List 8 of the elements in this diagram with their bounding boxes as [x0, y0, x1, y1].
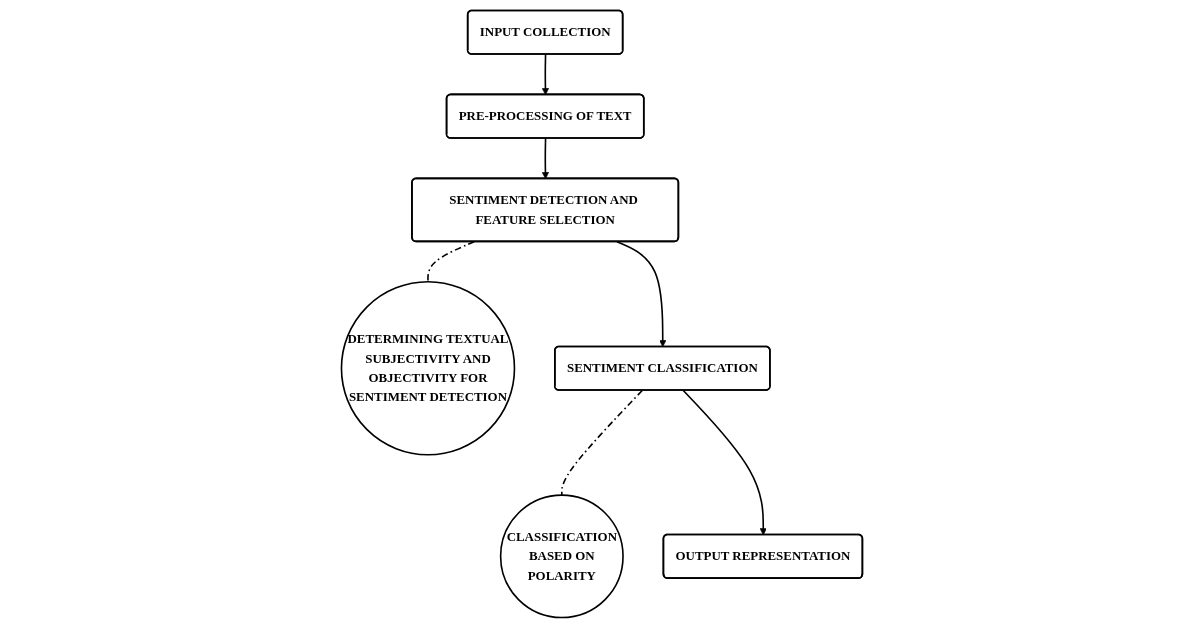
- connector: [426, 240, 475, 283]
- connector: [560, 389, 643, 496]
- arrow: [541, 53, 549, 96]
- node-circle: DETERMINING TEXTUAL SUBJECTIVITY AND OBJECTIVITY FOR SENTIMENT DETECTION: [340, 280, 515, 456]
- node-circle: CLASSIFICATION BASED ON POLARITY: [499, 494, 624, 619]
- arrow: [615, 240, 666, 348]
- arrow: [682, 389, 767, 536]
- arrow: [541, 137, 549, 180]
